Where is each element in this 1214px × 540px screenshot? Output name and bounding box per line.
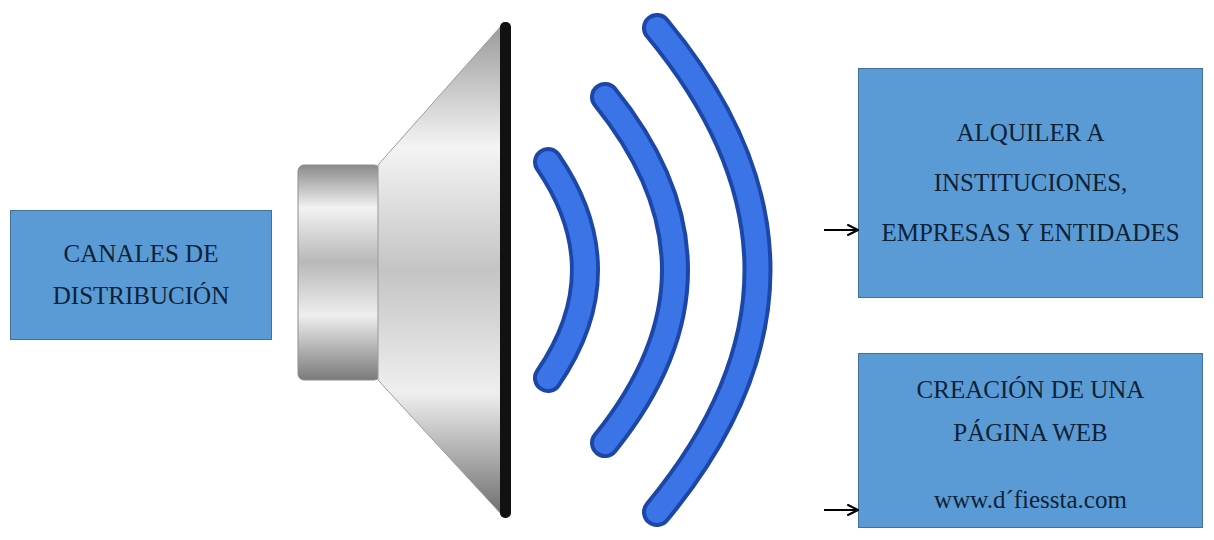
sound-waves xyxy=(548,28,758,512)
sound-wave xyxy=(605,97,675,443)
channel-box: CANALES DE DISTRIBUCIÓN xyxy=(10,210,272,340)
sound-wave xyxy=(548,162,585,378)
web-address: www.d´fiessta.com xyxy=(934,478,1127,521)
arrow-connector xyxy=(272,275,858,510)
sound-wave xyxy=(657,28,758,512)
box-label: CANALES DE DISTRIBUCIÓN xyxy=(21,233,261,317)
rental-box: ALQUILER A INSTITUCIONES, EMPRESAS Y ENT… xyxy=(858,68,1203,298)
box-label: ALQUILER A INSTITUCIONES, EMPRESAS Y ENT… xyxy=(879,108,1182,258)
arrow-connector xyxy=(272,230,858,275)
sound-wave xyxy=(548,162,585,378)
website-box: CREACIÓN DE UNA PÁGINA WEB www.d´fiessta.… xyxy=(858,353,1203,528)
speaker-cone xyxy=(378,25,502,515)
sound-wave xyxy=(657,28,758,512)
speaker-rim xyxy=(500,22,511,518)
speaker-body xyxy=(298,165,380,380)
box-label: CREACIÓN DE UNA PÁGINA WEB xyxy=(879,368,1182,454)
sound-wave xyxy=(605,97,675,443)
